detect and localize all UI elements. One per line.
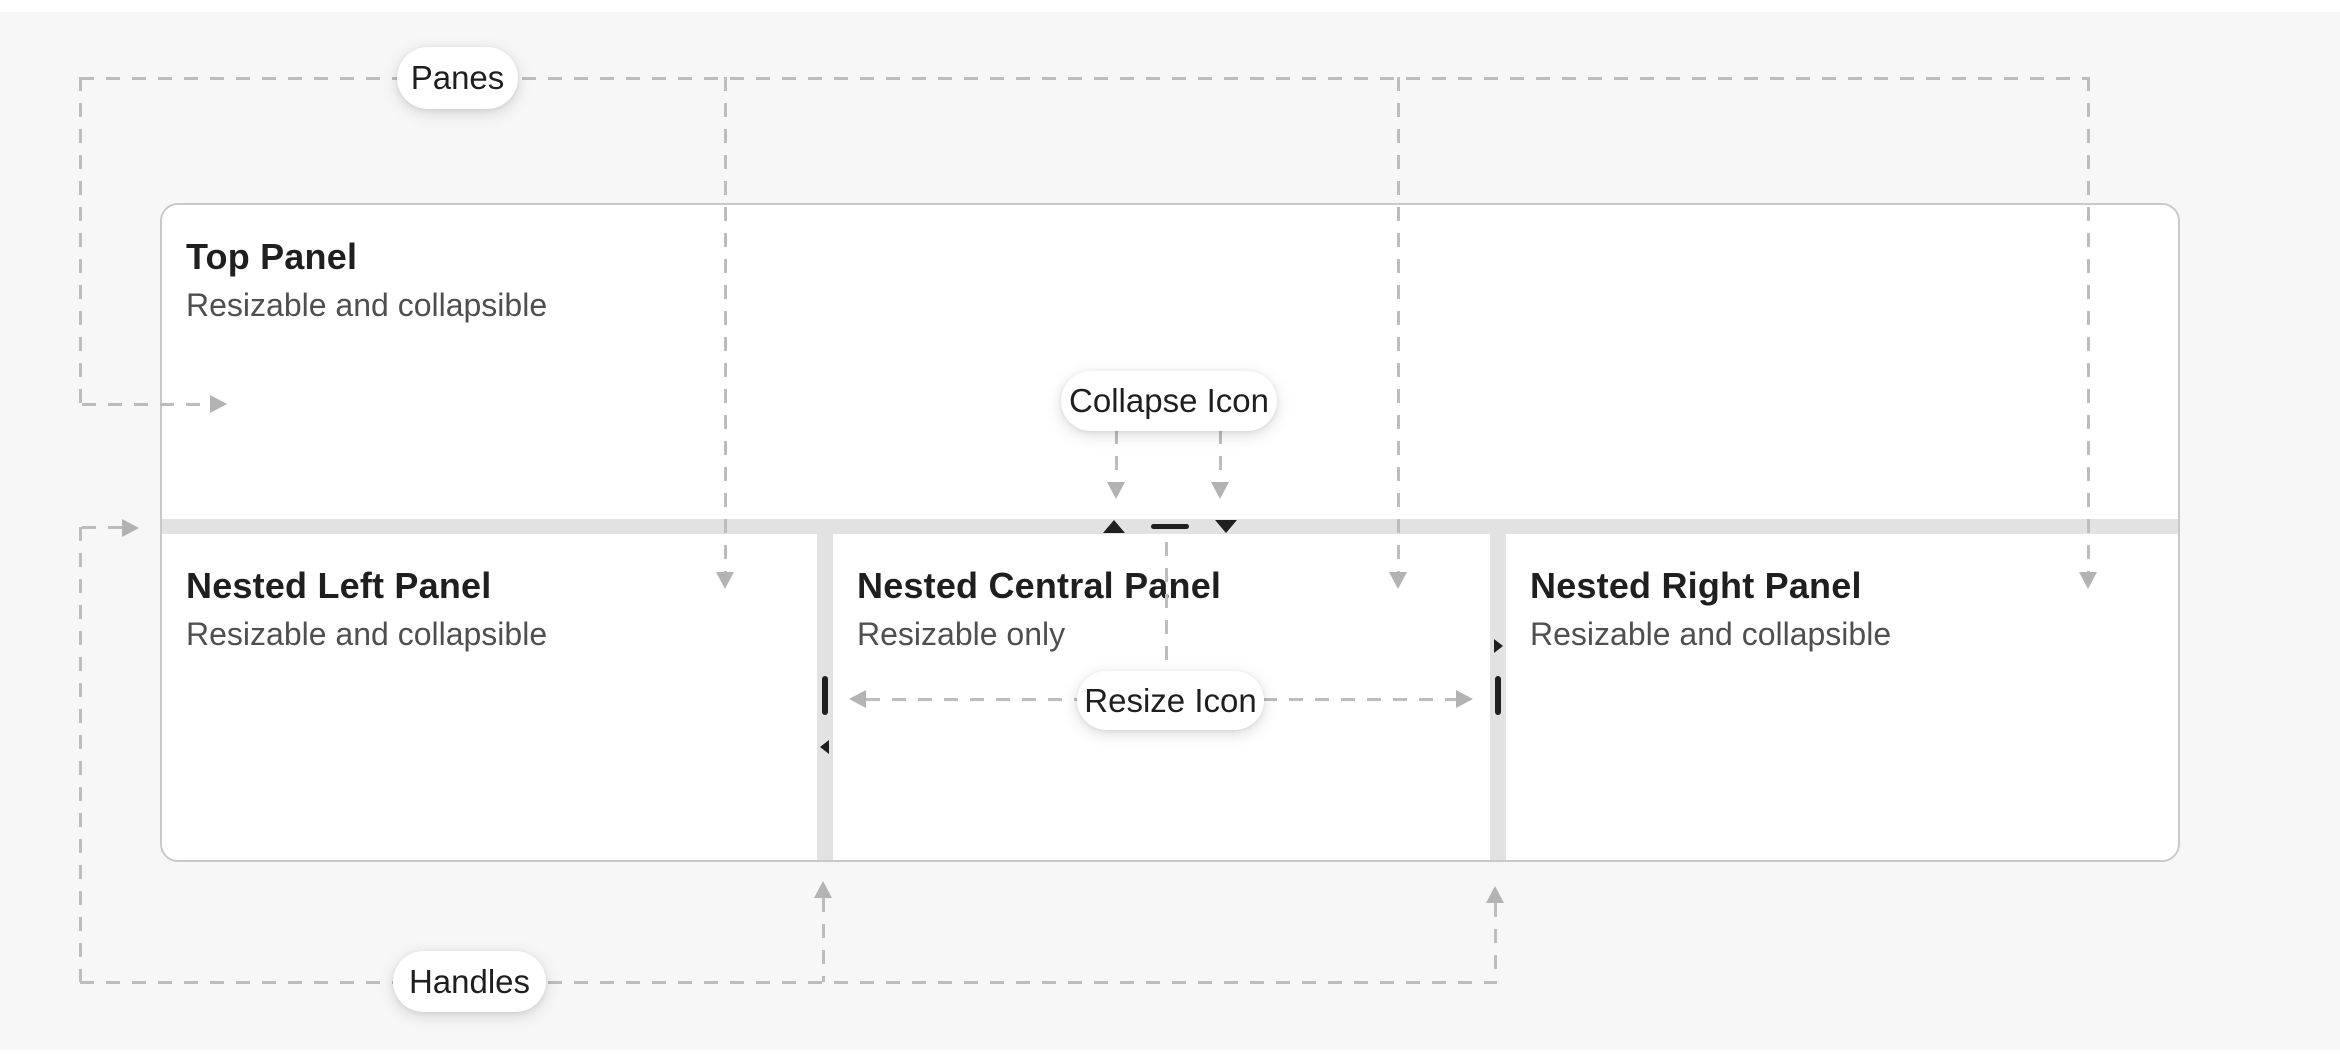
top-panel: Top Panel Resizable and collapsible bbox=[162, 205, 2178, 519]
collapse-up-icon[interactable] bbox=[1103, 520, 1125, 533]
nested-right-panel-subtitle: Resizable and collapsible bbox=[1530, 616, 1892, 652]
panel-group: Top Panel Resizable and collapsible Nest… bbox=[160, 203, 2180, 862]
nested-central-panel-subtitle: Resizable only bbox=[857, 616, 1066, 652]
collapse-arrow-up-icon bbox=[1107, 482, 1125, 499]
panes-arrow-central-panel-icon bbox=[1389, 572, 1407, 589]
vertical-resize-icon-left bbox=[822, 676, 828, 715]
panes-label-pill: Panes bbox=[397, 47, 518, 109]
handles-arrow-divider-icon bbox=[122, 519, 139, 537]
vertical-resize-icon-right bbox=[1495, 676, 1501, 715]
collapse-down-icon[interactable] bbox=[1215, 520, 1237, 533]
top-panel-subtitle: Resizable and collapsible bbox=[186, 287, 548, 323]
resize-icon-label-pill: Resize Icon bbox=[1077, 671, 1264, 730]
horizontal-resize-handle[interactable] bbox=[162, 519, 2178, 534]
panes-arrow-top-panel-icon bbox=[210, 395, 227, 413]
nested-right-panel: Nested Right Panel Resizable and collaps… bbox=[1506, 534, 2178, 860]
panes-arrow-right-panel-icon bbox=[2079, 572, 2097, 589]
collapse-left-icon[interactable] bbox=[820, 740, 829, 754]
left-resize-handle[interactable] bbox=[817, 534, 833, 860]
handles-arrow-left-handle-icon bbox=[814, 881, 832, 898]
top-panel-title: Top Panel bbox=[186, 236, 358, 277]
nested-left-panel: Nested Left Panel Resizable and collapsi… bbox=[162, 534, 817, 860]
horizontal-resize-icon bbox=[1151, 524, 1189, 529]
collapse-icon-label: Collapse Icon bbox=[1069, 382, 1269, 419]
right-resize-handle[interactable] bbox=[1490, 534, 1506, 860]
panes-arrow-left-panel-icon bbox=[716, 572, 734, 589]
nested-central-panel-title: Nested Central Panel bbox=[857, 565, 1222, 606]
nested-left-panel-subtitle: Resizable and collapsible bbox=[186, 616, 548, 652]
handles-label: Handles bbox=[408, 962, 531, 1000]
collapse-right-icon[interactable] bbox=[1494, 639, 1503, 653]
collapse-arrow-down-icon bbox=[1211, 482, 1229, 499]
collapse-icon-label-pill: Collapse Icon bbox=[1061, 371, 1277, 431]
resize-icon-label: Resize Icon bbox=[1084, 681, 1257, 719]
nested-left-panel-title: Nested Left Panel bbox=[186, 565, 492, 606]
panes-label: Panes bbox=[410, 59, 505, 96]
resize-arrow-left-icon bbox=[849, 690, 866, 708]
handles-arrow-right-handle-icon bbox=[1486, 886, 1504, 903]
nested-panels-row: Nested Left Panel Resizable and collapsi… bbox=[162, 534, 2178, 860]
handles-label-pill: Handles bbox=[393, 951, 546, 1012]
nested-right-panel-title: Nested Right Panel bbox=[1530, 565, 1862, 606]
resize-arrow-right-icon bbox=[1456, 690, 1473, 708]
